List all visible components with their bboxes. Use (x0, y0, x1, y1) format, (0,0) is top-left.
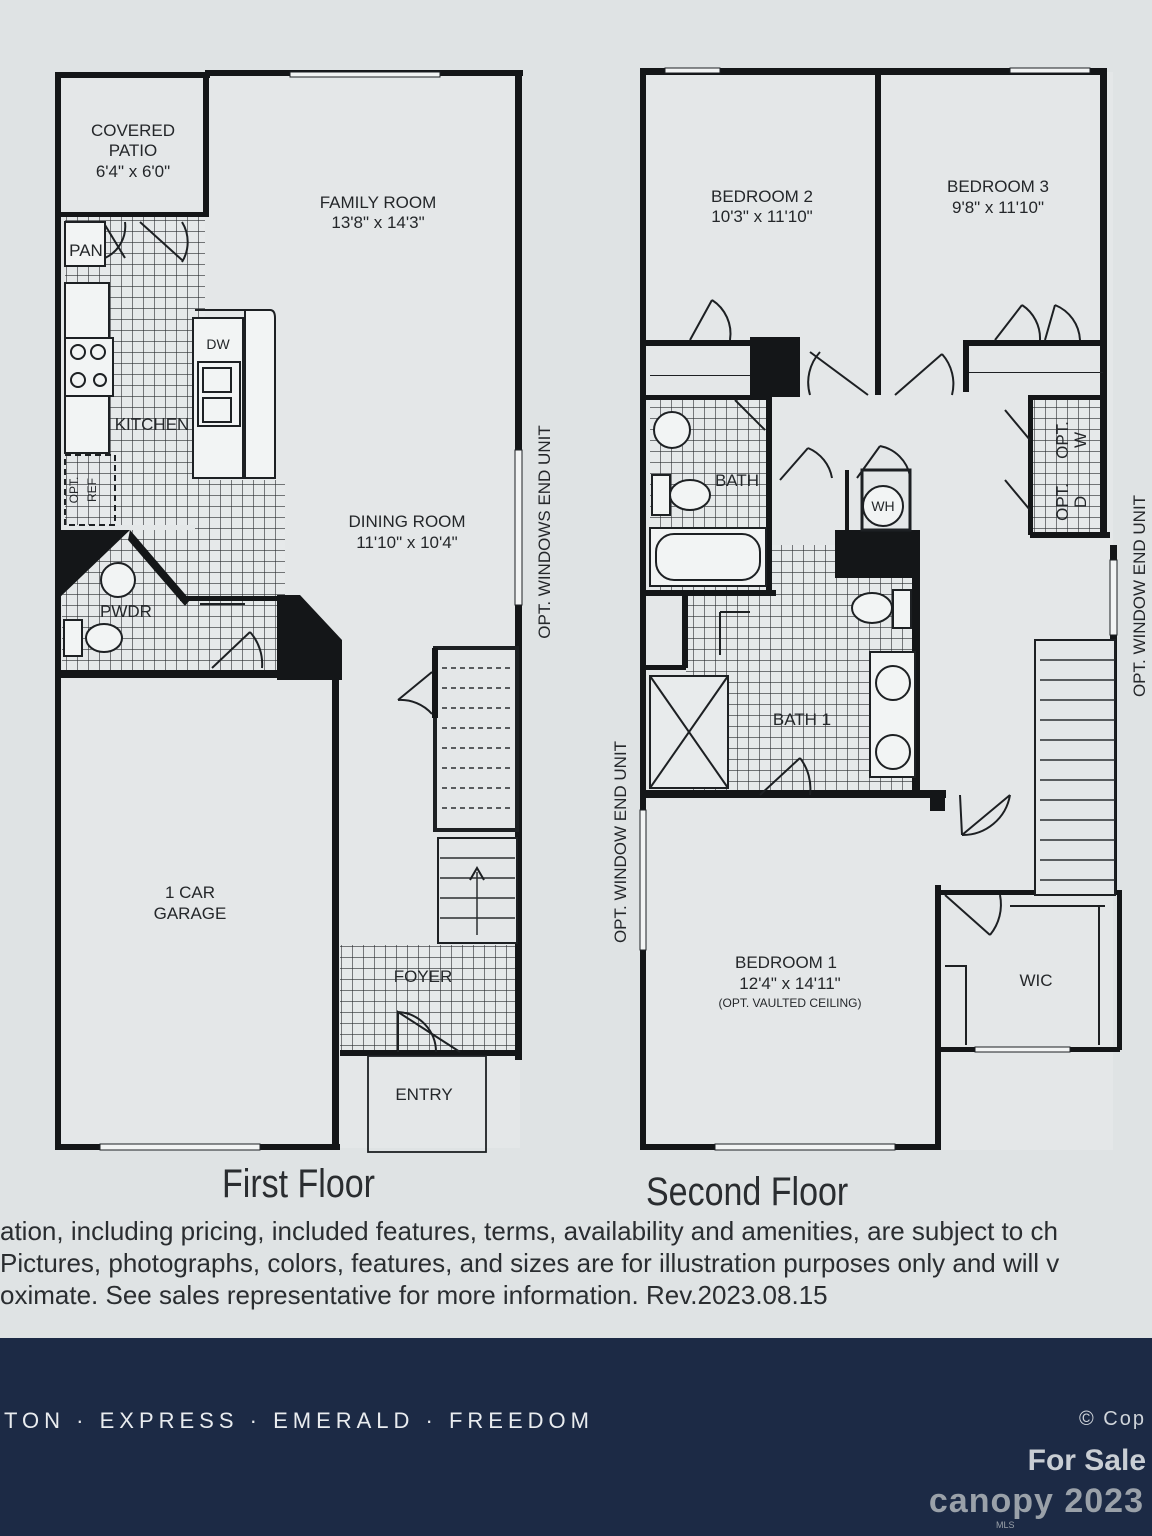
covered-patio-dims: 6'4" x 6'0" (96, 162, 170, 181)
canopy-watermark: canopy 2023 (928, 1482, 1144, 1520)
bath1-sink2-icon (875, 734, 911, 770)
foyer-label: FOYER (394, 967, 453, 986)
bedroom2-label: BEDROOM 2 (711, 187, 813, 206)
opt-d-label-1: OPT. (1053, 483, 1072, 521)
disclaimer-line-1: ation, including pricing, included featu… (0, 1216, 1058, 1246)
brand-banner (0, 1338, 1152, 1536)
bedroom1-dims: 12'4" x 14'11" (739, 974, 840, 993)
disclaimer-line-2: Pictures, photographs, colors, features,… (0, 1248, 1060, 1278)
foyer-tile (340, 945, 515, 1055)
opt-w-label-1: OPT. (1053, 421, 1072, 459)
dining-room-dims: 11'10" x 10'4" (356, 533, 457, 552)
bath1-sink1-icon (875, 665, 911, 701)
first-floor-plan: COVERED PATIO 6'4" x 6'0" PAN FAMILY ROO… (55, 70, 554, 1153)
family-room-dims: 13'8" x 14'3" (331, 213, 424, 232)
bedroom2-dims: 10'3" x 11'10" (711, 207, 812, 226)
garage-label-2: GARAGE (154, 904, 227, 923)
family-room-label: FAMILY ROOM (320, 193, 437, 212)
series-list: TON · EXPRESS · EMERALD · FREEDOM (4, 1408, 594, 1433)
first-floor-title: First Floor (222, 1162, 375, 1206)
powder-label: PWDR (100, 602, 152, 621)
bedroom1-note: (OPT. VAULTED CEILING) (719, 996, 862, 1010)
garage-label-1: 1 CAR (165, 883, 215, 902)
copyright-text: © Cop (1079, 1408, 1146, 1430)
for-sale-watermark: For Sale (1027, 1444, 1146, 1477)
covered-patio-label-2: PATIO (109, 141, 158, 160)
wic-label: WIC (1019, 971, 1052, 990)
floor-plan-drawing: COVERED PATIO 6'4" x 6'0" PAN FAMILY ROO… (55, 67, 1149, 1153)
opt-ref-label-2: REF (85, 478, 99, 502)
second-floor-window-note-left: OPT. WINDOW END UNIT (611, 741, 630, 943)
sink-icon (197, 361, 241, 427)
bedroom3-dims: 9'8" x 11'10" (952, 198, 1044, 217)
pantry-closet (64, 221, 106, 267)
bedroom3-label: BEDROOM 3 (947, 177, 1049, 196)
opt-d-label-2: D (1071, 496, 1090, 508)
bath-label: BATH (715, 471, 759, 490)
bath1-label: BATH 1 (773, 710, 831, 729)
bathtub-icon (649, 527, 767, 587)
bedroom1-label: BEDROOM 1 (735, 953, 837, 972)
disclaimer-line-3: oximate. See sales representative for mo… (0, 1280, 828, 1310)
mls-watermark: MLS (996, 1520, 1015, 1530)
dishwasher-label: DW (206, 336, 230, 352)
bath1-toilet-icon (851, 592, 893, 624)
water-heater-label: WH (871, 498, 894, 514)
second-floor-window-note-right: OPT. WINDOW END UNIT (1130, 495, 1149, 697)
kitchen-label: KITCHEN (115, 415, 190, 434)
second-floor-plan: BEDROOM 2 10'3" x 11'10" BEDROOM 3 9'8" … (611, 67, 1149, 1151)
entry-label: ENTRY (395, 1085, 452, 1104)
powder-toilet-icon (85, 623, 123, 653)
pantry-label: PAN (69, 241, 103, 260)
second-floor-title: Second Floor (646, 1170, 849, 1214)
opt-ref-label-1: OPT. (67, 477, 81, 504)
opt-w-label-2: W (1071, 432, 1090, 448)
first-floor-window-note: OPT. WINDOWS END UNIT (535, 425, 554, 638)
disclaimer-text: ation, including pricing, included featu… (0, 1215, 1152, 1311)
powder-sink-icon (100, 562, 136, 598)
laundry-tile (1032, 400, 1107, 532)
dining-room-label: DINING ROOM (348, 512, 465, 531)
covered-patio-label-1: COVERED (91, 121, 175, 140)
bath-toilet-icon (669, 479, 711, 511)
bath-sink-icon (653, 411, 691, 449)
